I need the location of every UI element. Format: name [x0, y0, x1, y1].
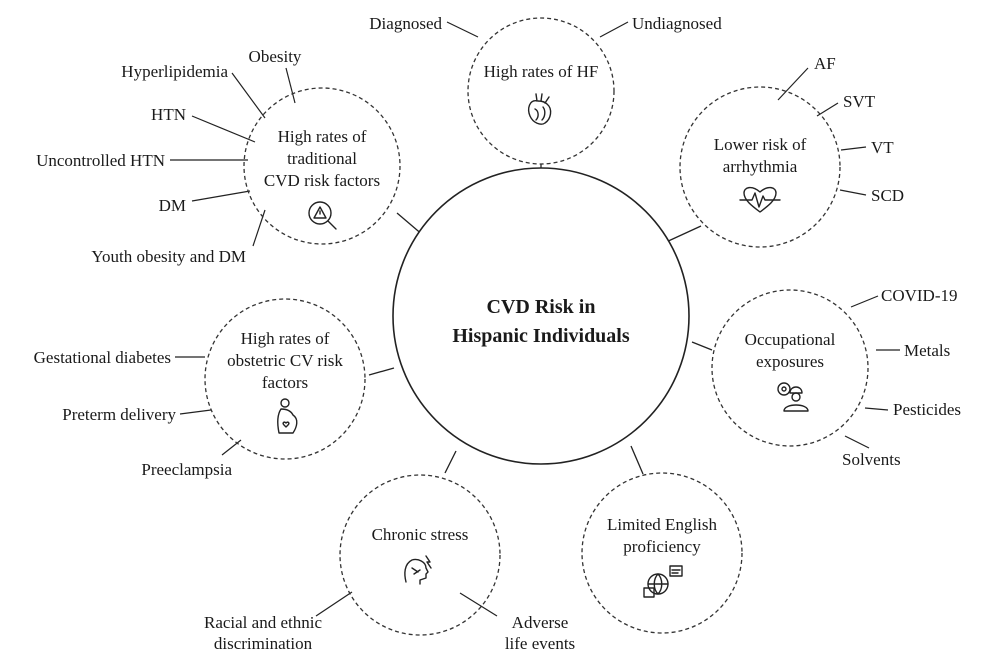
leaf-racial-discrimination-line-1: Racial and ethnic — [204, 613, 322, 632]
center-title-line-1: CVD Risk in — [487, 296, 596, 318]
leaf-adverse-life-events-line-2: life events — [505, 634, 575, 653]
node-stress-title: Chronic stress — [372, 525, 469, 544]
node-obstetric-title-1: High rates of — [241, 329, 330, 348]
leaf-racial-discrimination-line-2: discrimination — [214, 634, 313, 653]
leaf-obesity: Obesity — [249, 47, 302, 66]
leaf-metals: Metals — [904, 341, 950, 360]
center-connectors — [368, 164, 713, 475]
node-traditional-circle — [243, 87, 401, 245]
node-stress-circle — [339, 474, 501, 636]
leaf-preeclampsia: Preeclampsia — [141, 460, 232, 479]
language-globe-icon — [643, 565, 683, 598]
node-arrhythmia-circle — [679, 86, 841, 248]
node-traditional-title-1: High rates of — [278, 127, 367, 146]
leaf-diagnosed: Diagnosed — [369, 14, 442, 33]
leaf-connectors — [170, 21, 900, 617]
leaf-preterm-delivery: Preterm delivery — [62, 405, 176, 424]
node-arrhythmia-title-1: Lower risk of — [714, 135, 807, 154]
leaf-youth-obesity-dm: Youth obesity and DM — [91, 247, 246, 266]
leaf-covid19: COVID-19 — [881, 286, 958, 305]
node-obstetric-circle — [204, 298, 366, 460]
leaf-adverse-life-events-line-1: Adverse — [512, 613, 569, 632]
connector-obstetric — [368, 367, 395, 376]
node-traditional-risk: High rates of traditional CVD risk facto… — [243, 87, 401, 245]
leaf-uncontrolled-htn: Uncontrolled HTN — [36, 151, 165, 170]
leaf-svt: SVT — [843, 92, 876, 111]
center-circle — [392, 167, 690, 465]
node-arrhythmia: Lower risk of arrhythmia — [679, 86, 841, 248]
leaf-scd: SCD — [871, 186, 904, 205]
heart-anatomy-icon — [528, 93, 552, 125]
node-obstetric-title-2: obstetric CV risk — [227, 351, 343, 370]
node-obstetric-title-3: factors — [262, 373, 308, 392]
node-english-title-1: Limited English — [607, 515, 718, 534]
leaf-gestational-diabetes: Gestational diabetes — [34, 348, 171, 367]
leaf-undiagnosed: Undiagnosed — [632, 14, 722, 33]
node-english-circle — [581, 472, 743, 634]
worker-icon — [777, 382, 809, 412]
node-chronic-stress: Chronic stress — [339, 474, 501, 636]
warning-magnifier-icon — [308, 201, 337, 230]
node-occupational-title-2: exposures — [756, 352, 824, 371]
heartbeat-icon — [739, 186, 781, 213]
node-hf-title: High rates of HF — [484, 62, 599, 81]
leaf-hyperlipidemia: Hyperlipidemia — [121, 62, 228, 81]
leaf-solvents: Solvents — [842, 450, 901, 469]
leaf-dm: DM — [159, 196, 186, 215]
leaf-vt: VT — [871, 138, 894, 157]
center-title-line-2: Hispanic Individuals — [452, 325, 630, 347]
node-occupational-circle — [711, 289, 869, 447]
node-high-rates-hf: High rates of HF — [467, 17, 615, 165]
connector-stress — [444, 450, 457, 474]
node-obstetric: High rates of obstetric CV risk factors — [204, 298, 366, 460]
node-arrhythmia-title-2: arrhythmia — [723, 157, 798, 176]
leaf-pesticides: Pesticides — [893, 400, 961, 419]
stressed-head-icon — [404, 555, 432, 585]
connector-arrhythmia — [663, 225, 702, 244]
pregnancy-icon — [276, 398, 298, 434]
node-traditional-title-2: traditional — [287, 149, 357, 168]
node-occupational: Occupational exposures — [711, 289, 869, 447]
leaf-htn: HTN — [151, 105, 186, 124]
node-limited-english: Limited English proficiency — [581, 472, 743, 634]
node-english-title-2: proficiency — [623, 537, 701, 556]
connector-occupational — [691, 341, 713, 351]
node-hf-circle — [467, 17, 615, 165]
connector-english — [630, 445, 644, 475]
node-occupational-title-1: Occupational — [745, 330, 836, 349]
node-traditional-title-3: CVD risk factors — [264, 171, 380, 190]
leaf-af: AF — [814, 54, 836, 73]
